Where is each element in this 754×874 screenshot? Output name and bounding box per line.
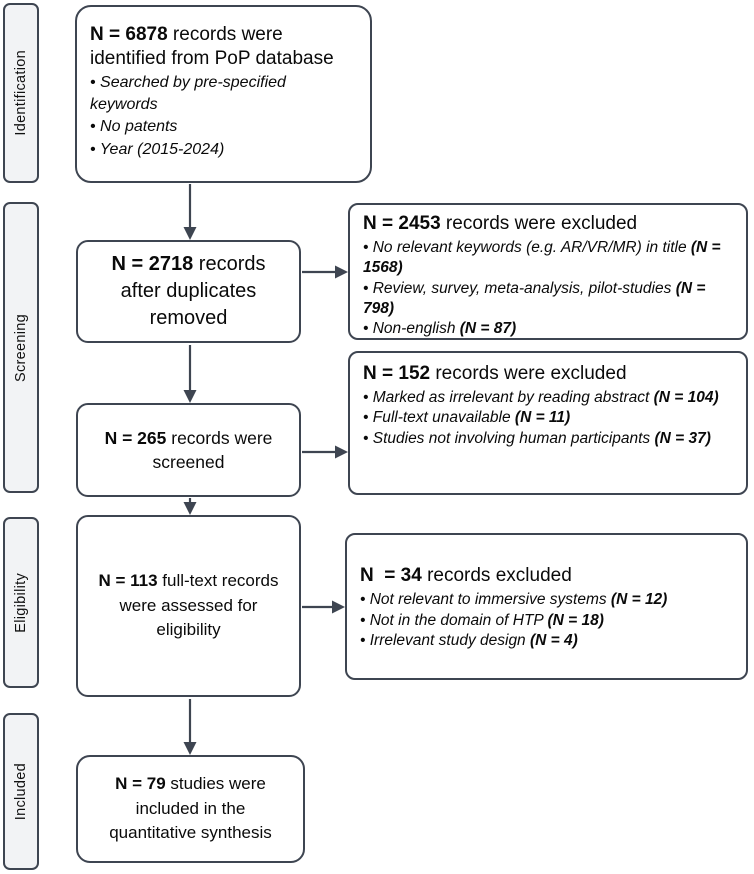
box-after-duplicates-text: N = 2718 records after duplicates remove…: [90, 251, 287, 332]
screened-rest: records were screened: [152, 427, 273, 473]
excluded-fulltext-bullet: Irrelevant study design (N = 4): [360, 631, 734, 651]
stage-label-eligibility: Eligibility: [13, 572, 29, 633]
bullet-text: Marked as irrelevant by reading abstract: [372, 389, 654, 407]
excluded-abstract-heading: N = 152 records were excluded: [363, 362, 734, 386]
bullet-count: (N = 11): [514, 409, 571, 427]
arrow-head: [183, 390, 197, 403]
box-excluded-screening: N = 2453 records were excluded No releva…: [348, 203, 748, 340]
bullet-text: Non-english: [372, 319, 460, 337]
excluded-fulltext-bullet: Not relevant to immersive systems (N = 1…: [360, 590, 734, 610]
bullet-count: (N = 4): [530, 631, 578, 649]
records-identified-count: N = 6878: [90, 24, 168, 45]
bullet-text: Studies not involving human participants: [372, 429, 655, 447]
bullet-count: (N = 798): [363, 279, 706, 317]
excluded-abstract-count: N = 152: [363, 363, 431, 384]
after-duplicates-count: N = 2718: [111, 253, 194, 275]
box-after-duplicates: N = 2718 records after duplicates remove…: [76, 240, 301, 343]
excluded-fulltext-count: N = 34: [360, 565, 422, 587]
box-included-studies-text: N = 79 studies were included in the quan…: [90, 772, 291, 846]
bullet-text: Full-text unavailable: [372, 409, 515, 427]
excluded-screening-count: N = 2453: [363, 213, 441, 234]
bullet-text: Irrelevant study design: [369, 631, 530, 649]
excluded-screening-bullet: Non-english (N = 87): [363, 319, 734, 339]
box-eligibility-assessed: N = 113 full-text records were assessed …: [76, 515, 301, 697]
box-eligibility-assessed-text: N = 113 full-text records were assessed …: [90, 569, 287, 643]
arrow-down-identified-to-duplicates: [183, 184, 197, 240]
eligibility-count: N = 113: [98, 571, 158, 591]
arrow-head: [332, 600, 345, 614]
arrow-head: [183, 227, 197, 240]
bullet-text: Not relevant to immersive systems: [369, 591, 611, 609]
eligibility-rest: full-text records were assessed for elig…: [119, 571, 279, 640]
bullet-text: Not in the domain of HTP: [369, 611, 548, 629]
stage-identification: Identification: [3, 3, 39, 183]
box-records-identified-heading: N = 6878 records were identified from Po…: [90, 23, 346, 72]
excluded-screening-heading: N = 2453 records were excluded: [363, 212, 734, 236]
excluded-abstract-bullet: Studies not involving human participants…: [363, 429, 734, 449]
excluded-abstract-text: records were excluded: [430, 363, 627, 384]
box-screened: N = 265 records were screened: [76, 403, 301, 497]
identified-bullet-text: No patents: [100, 118, 178, 136]
bullet-text: Review, survey, meta-analysis, pilot-stu…: [372, 279, 676, 297]
stage-included: Included: [3, 713, 39, 870]
excluded-fulltext-text: records excluded: [421, 565, 572, 587]
identified-bullet: Year (2015-2024): [90, 139, 346, 161]
bullet-count: (N = 18): [547, 611, 604, 629]
arrow-down-duplicates-to-screened: [183, 345, 197, 403]
arrow-down-eligibility-to-included: [183, 699, 197, 755]
arrow-right-to-excluded-abstract: [302, 445, 348, 459]
bullet-count: (N = 104): [653, 389, 719, 407]
bullet-count: (N = 1568): [363, 239, 721, 277]
excluded-screening-bullet: Review, survey, meta-analysis, pilot-stu…: [363, 279, 734, 319]
bullet-count: (N = 12): [610, 591, 668, 609]
identified-bullet: No patents: [90, 116, 346, 138]
records-identified-text: records were identified from PoP databas…: [90, 24, 334, 70]
arrow-down-screened-to-eligibility: [183, 498, 197, 515]
arrow-head: [335, 445, 348, 459]
after-duplicates-rest: records after duplicates removed: [120, 253, 266, 329]
arrow-head: [335, 265, 348, 279]
box-excluded-abstract: N = 152 records were excluded Marked as …: [348, 351, 748, 495]
excluded-screening-bullet: No relevant keywords (e.g. AR/VR/MR) in …: [363, 238, 734, 278]
stage-label-screening: Screening: [13, 313, 29, 382]
excluded-screening-text: records were excluded: [440, 213, 638, 234]
excluded-fulltext-bullet: Not in the domain of HTP (N = 18): [360, 611, 734, 631]
included-rest: studies were included in the quantitativ…: [109, 774, 272, 843]
box-records-identified: N = 6878 records were identified from Po…: [75, 5, 372, 183]
identified-bullet-text: Year (2015-2024): [99, 140, 225, 158]
box-excluded-fulltext: N = 34 records excluded Not relevant to …: [345, 533, 748, 680]
bullet-text: No relevant keywords (e.g. AR/VR/MR) in …: [372, 239, 691, 257]
excluded-abstract-bullet: Marked as irrelevant by reading abstract…: [363, 388, 734, 408]
stage-label-identification: Identification: [13, 50, 29, 136]
arrow-right-to-excluded-fulltext: [302, 600, 345, 614]
box-included-studies: N = 79 studies were included in the quan…: [76, 755, 305, 863]
stage-label-included: Included: [13, 762, 29, 821]
identified-bullet: Searched by pre-specified keywords: [90, 72, 346, 117]
identified-bullet-text: Searched by pre-specified keywords: [90, 73, 286, 114]
box-screened-text: N = 265 records were screened: [90, 426, 287, 475]
bullet-count: (N = 37): [654, 429, 711, 447]
stage-eligibility: Eligibility: [3, 517, 39, 688]
arrow-head: [183, 502, 197, 515]
box-records-identified-bullets: Searched by pre-specified keywords No pa…: [90, 72, 346, 162]
arrow-right-to-excluded-screening: [302, 265, 348, 279]
arrow-head: [183, 742, 197, 755]
excluded-fulltext-heading: N = 34 records excluded: [360, 564, 734, 588]
bullet-count: (N = 87): [459, 319, 517, 337]
screened-count: N = 265: [104, 427, 167, 448]
excluded-abstract-bullet: Full-text unavailable (N = 11): [363, 408, 734, 428]
included-count: N = 79: [115, 774, 166, 794]
stage-screening: Screening: [3, 202, 39, 493]
